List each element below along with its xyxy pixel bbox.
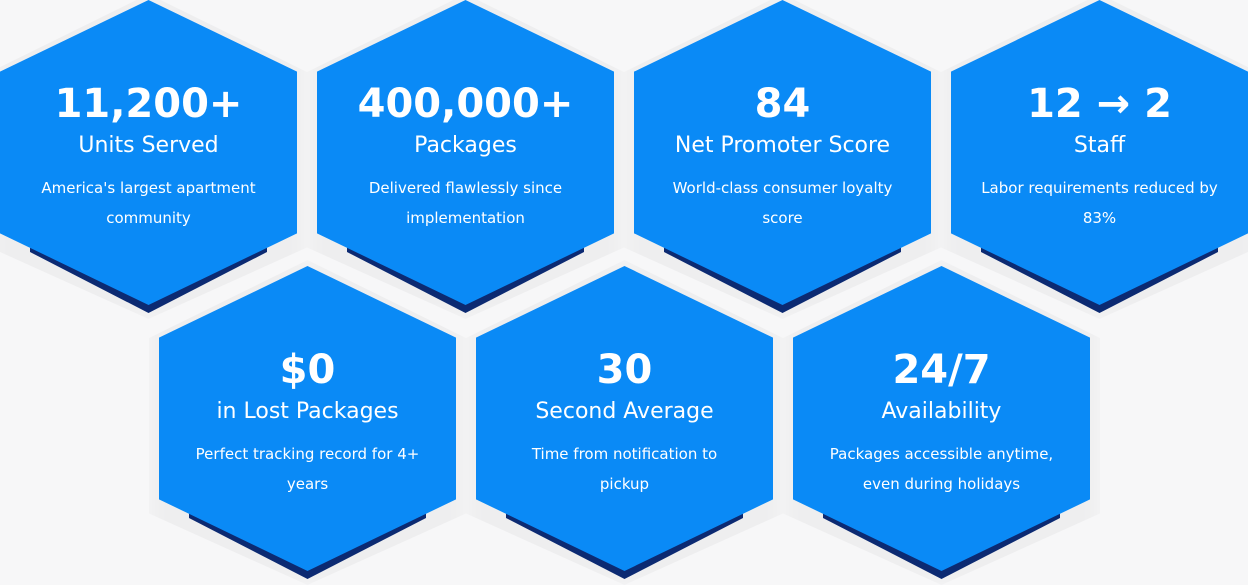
stat-hex-nps: 84 Net Promoter Score World-class consum… — [634, 0, 931, 313]
stat-title: Staff — [1073, 133, 1126, 158]
stat-description: Labor requirements reduced by 83% — [981, 179, 1218, 227]
stat-description: America's largest apartment community — [41, 179, 256, 227]
stat-hex-pickup-time: 30 Second Average Time from notification… — [476, 266, 773, 579]
stat-description: Time from notification to pickup — [531, 445, 718, 493]
stat-description: World-class consumer loyalty score — [672, 179, 893, 227]
stat-title: Packages — [414, 133, 517, 158]
stat-hex-availability: 24/7 Availability Packages accessible an… — [793, 266, 1090, 579]
stat-title: Units Served — [78, 133, 219, 158]
stat-description: Delivered flawlessly since implementatio… — [368, 179, 563, 227]
stat-value: 30 — [596, 347, 653, 393]
stat-title: Net Promoter Score — [674, 133, 891, 158]
stat-title: Availability — [881, 399, 1002, 424]
stat-value: 84 — [754, 81, 811, 127]
stat-hex-staff: 12 → 2 Staff Labor requirements reduced … — [951, 0, 1248, 313]
stat-description: Packages accessible anytime, even during… — [829, 445, 1054, 493]
stat-value: 11,200+ — [54, 81, 243, 127]
stat-description: Perfect tracking record for 4+ years — [195, 445, 420, 493]
stat-value: 400,000+ — [357, 81, 574, 127]
stat-value: 24/7 — [892, 347, 991, 393]
stat-value: $0 — [279, 347, 336, 393]
stat-title: Second Average — [535, 399, 714, 424]
stat-hex-units: 11,200+ Units Served America's largest a… — [0, 0, 297, 313]
stat-title: in Lost Packages — [216, 399, 399, 424]
stat-hex-packages: 400,000+ Packages Delivered flawlessly s… — [317, 0, 614, 313]
stat-hex-lost-packages: $0 in Lost Packages Perfect tracking rec… — [159, 266, 456, 579]
stat-value: 12 → 2 — [1027, 81, 1172, 127]
